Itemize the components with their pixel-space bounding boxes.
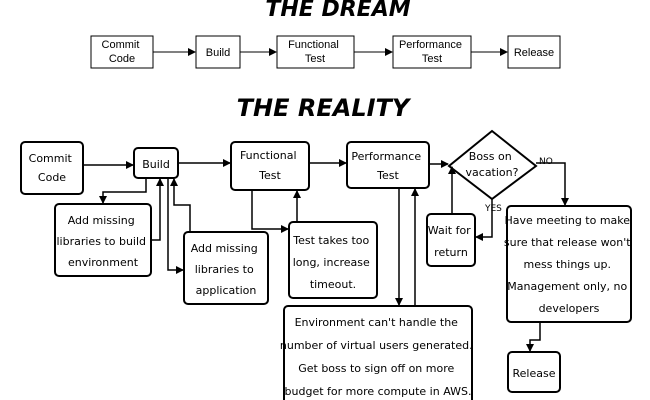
reality-test-too-long-node: Test takes too long, increase timeout. (288, 221, 378, 299)
reality-test-too-long-line3: timeout. (310, 278, 356, 291)
reality-build-node: Build (133, 147, 179, 179)
dream-performance-line2: Test (422, 53, 442, 65)
reality-environment-line3: Get boss to sign off on more (298, 362, 454, 375)
reality-boss-line1: Boss on (469, 150, 512, 163)
dream-step-performance-test: Performance Test (392, 35, 472, 69)
reality-release-label: Release (513, 367, 556, 380)
reality-wait-line2: return (434, 246, 468, 259)
reality-meeting-line4: Management only, no (507, 280, 627, 293)
reality-meeting-line3: mess things up. (524, 258, 611, 271)
reality-flow: Commit Code Build Functional Test Perfor… (20, 129, 634, 400)
svg-text:Test takes too long, i: Test takes too long, increase timeout. (292, 234, 373, 291)
reality-commit-line1: Commit (29, 152, 73, 165)
dream-step-release: Release (507, 35, 561, 69)
reality-environment-line4: budget for more compute in AWS. (285, 385, 472, 398)
dream-commit-line2: Code (109, 53, 135, 65)
dream-title: THE DREAM (265, 0, 410, 22)
reality-add-libs-build-line1: Add missing (68, 214, 135, 227)
reality-add-libs-build-line2: libraries to build (56, 235, 146, 248)
svg-text:Performance Test: Performance Test (351, 150, 424, 182)
reality-no-label: NO (539, 157, 553, 167)
reality-arrow-add-libs-build-to-build (151, 178, 164, 241)
reality-environment-line2: number of virtual users generated. (280, 339, 473, 352)
reality-connectors (83, 159, 569, 352)
reality-performance-line1: Performance (351, 150, 421, 163)
svg-text:Boss on vacation?: Boss on vacation? (466, 150, 519, 179)
svg-text:Commit Code: Commit Code (29, 152, 76, 184)
reality-functional-line1: Functional (240, 149, 297, 162)
reality-release-node: Release (507, 351, 561, 393)
reality-arrow-boss-no-to-meeting (536, 162, 569, 206)
dream-build-label: Build (206, 47, 230, 59)
reality-performance-test-node: Performance Test (346, 141, 430, 189)
reality-arrow-add-libs-app-to-build (170, 178, 191, 232)
reality-wait-line1: Wait for (428, 224, 471, 237)
reality-meeting-line5: developers (539, 302, 600, 315)
dream-release-label: Release (514, 47, 554, 59)
reality-arrow-build-to-add-libs-app (167, 178, 184, 274)
reality-performance-line2: Test (376, 169, 399, 182)
reality-add-libs-app-node: Add missing libraries to application (183, 231, 269, 305)
dream-flow: Commit Code Build Functional Test Perfor… (90, 35, 561, 69)
reality-arrow-build-to-add-libs-build (99, 178, 147, 204)
reality-arrow-functional-to-test-too-long (251, 190, 289, 233)
dream-functional-line1: Functional (288, 39, 339, 51)
reality-commit-node: Commit Code (20, 141, 84, 195)
svg-text:Have meeting to make s: Have meeting to make sure that release w… (504, 214, 634, 315)
svg-text:Functional Test: Functional Test (240, 149, 300, 182)
reality-arrow-boss-yes-to-wait (475, 199, 493, 241)
dream-step-build: Build (195, 35, 241, 69)
reality-build-label: Build (142, 158, 170, 171)
reality-arrow-meeting-to-release (526, 322, 541, 352)
svg-text:Environment can't handle the: Environment can't handle the number of v… (280, 316, 476, 398)
reality-environment-line1: Environment can't handle the (295, 316, 459, 329)
reality-add-libs-build-node: Add missing libraries to build environme… (54, 203, 152, 277)
reality-boss-line2: vacation? (466, 166, 519, 179)
svg-text:Performance Test: Performance Test (399, 39, 465, 65)
reality-add-libs-app-line3: application (196, 284, 257, 297)
svg-text:Commit Code: Commit Code (102, 39, 143, 65)
reality-meeting-line2: sure that release won't (504, 236, 631, 249)
svg-text:Functional Test: Functional Test (288, 39, 342, 65)
reality-functional-test-node: Functional Test (230, 141, 310, 191)
dream-commit-line1: Commit (102, 39, 140, 51)
reality-wait-return-node: Wait for return (426, 213, 476, 267)
reality-commit-line2: Code (38, 171, 66, 184)
dream-performance-line1: Performance (399, 39, 462, 51)
reality-add-libs-app-line1: Add missing (191, 242, 258, 255)
reality-functional-line2: Test (258, 169, 281, 182)
svg-text:Wait for return: Wait for return (428, 224, 474, 259)
reality-meeting-line1: Have meeting to make (504, 214, 630, 227)
dream-step-functional-test: Functional Test (276, 35, 355, 69)
reality-title: THE REALITY (237, 94, 412, 122)
reality-boss-decision-node: Boss on vacation? (447, 129, 538, 201)
svg-text:Add missing libraries: Add missing libraries to application (191, 242, 262, 297)
reality-yes-label: YES (484, 204, 502, 214)
reality-add-libs-app-line2: libraries to (195, 263, 254, 276)
reality-test-too-long-line1: Test takes too (292, 234, 369, 247)
reality-add-libs-build-line3: environment (68, 256, 139, 269)
reality-meeting-node: Have meeting to make sure that release w… (504, 205, 634, 323)
svg-text:Add missing libraries: Add missing libraries to build environme… (56, 214, 149, 269)
reality-environment-node: Environment can't handle the number of v… (280, 305, 476, 400)
dream-functional-line2: Test (305, 53, 325, 65)
reality-test-too-long-line2: long, increase (293, 256, 370, 269)
dream-step-commit: Commit Code (90, 35, 154, 69)
